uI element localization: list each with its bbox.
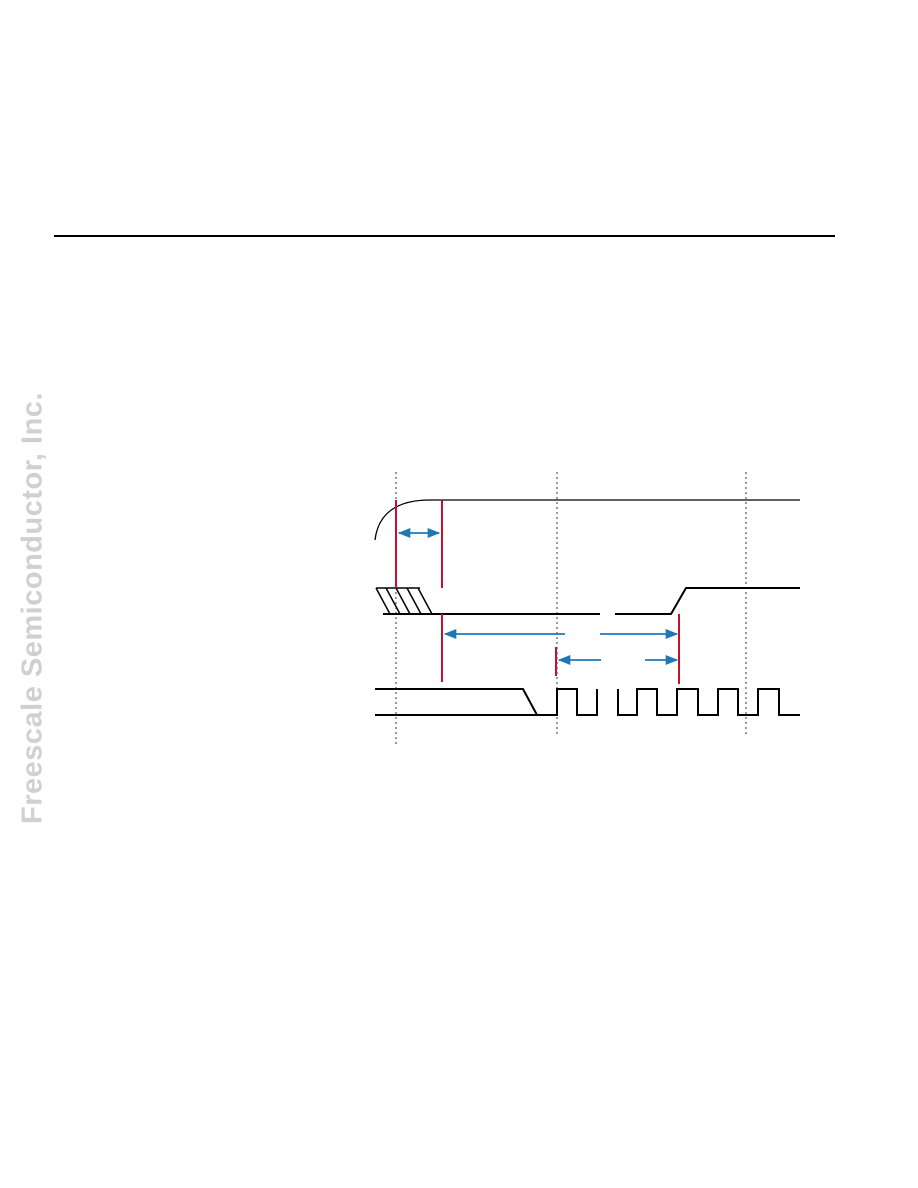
waveform-clock-pulses-b [617,688,800,716]
waveform-power-ramp [374,499,800,541]
hatched-transition [375,587,433,615]
timing-markers [395,500,680,684]
waveform-clock-pulses-a [375,688,598,716]
waveform-reset-high [615,587,800,615]
interval-arrows [397,527,679,666]
waveform-clock [375,688,800,716]
header-rule [54,235,835,237]
waveform-reset [375,587,800,615]
guide-lines [395,472,747,745]
